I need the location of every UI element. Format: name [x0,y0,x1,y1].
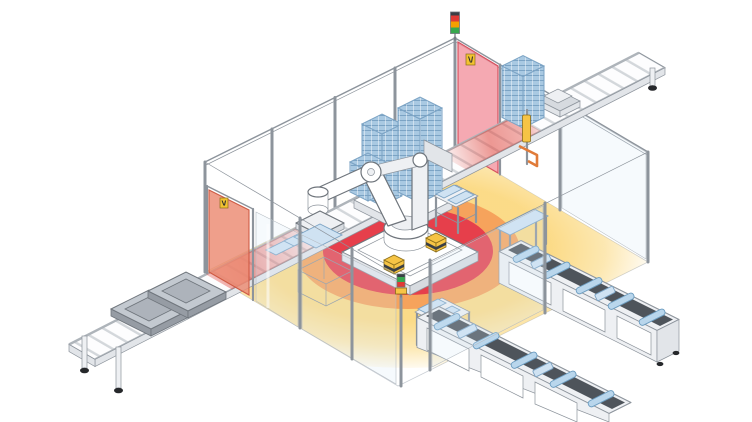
glass-panel-southeast [431,205,544,368]
glass-panel-southwest [301,234,397,385]
warning-label-door [219,197,229,209]
conveyor-legs-right [648,67,657,91]
glass-panel-northeast [561,101,647,260]
outfeed-crate-stack [500,54,546,129]
warning-label-exit [465,53,476,66]
vacuum-gripper [292,210,345,249]
pusher-rollers [433,313,615,408]
light-curtain-door [205,184,255,302]
conveyor-legs-left [80,335,123,394]
buffer-table [433,184,479,235]
fence-wall-southeast [395,151,649,388]
fence-wall-southwest [204,161,399,385]
mini-signal-tower [395,273,407,298]
tray [109,289,191,337]
robot-arm [307,139,453,231]
signal-tower [450,11,460,41]
safety-laser-scanner-front [383,254,405,275]
infeed-trays [109,271,228,337]
pusher-rollers [512,245,666,326]
palletizing-robot [292,139,479,296]
belt-conveyor-lower [414,297,632,422]
tray [146,271,228,319]
muting-sensor [518,108,539,168]
muting-field-exit [440,116,541,170]
safety-laser-scanner-right [425,232,447,253]
